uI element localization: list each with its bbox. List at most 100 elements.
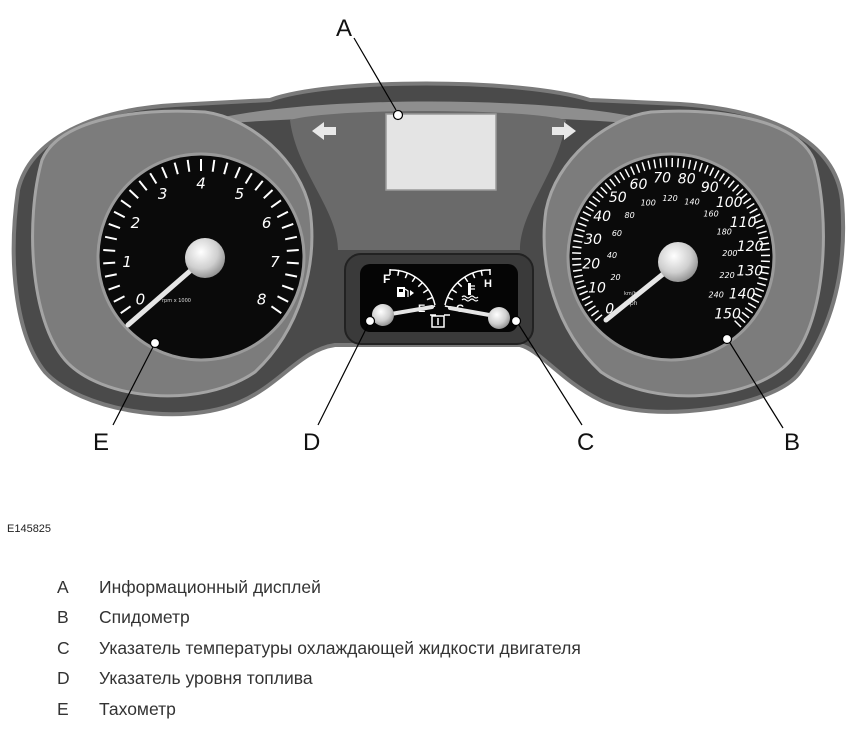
tachometer-tick xyxy=(113,210,126,219)
legend-text: Спидометр xyxy=(99,607,190,628)
arrow-right-icon xyxy=(552,122,576,140)
temperature-gauge-tick xyxy=(463,276,469,283)
tachometer-tick xyxy=(286,249,299,252)
tachometer-tick xyxy=(113,295,125,303)
speedometer-tick xyxy=(747,302,757,309)
fuel-gauge-tick xyxy=(422,288,429,294)
speedometer-tick xyxy=(759,271,769,275)
speedometer-mph-number: 30 xyxy=(584,232,602,248)
tachometer-tick xyxy=(270,305,282,315)
speedometer-tick xyxy=(584,300,593,307)
speedometer-tick xyxy=(647,160,651,170)
tachometer-tick xyxy=(270,199,282,209)
temperature-hot-label: H xyxy=(484,278,492,290)
callout-a: A xyxy=(336,15,404,121)
fuel-hub xyxy=(372,304,394,326)
speedometer-kmh-number: 80 xyxy=(625,211,635,220)
speedometer-tick xyxy=(572,269,583,272)
speedometer-kmh-number: 240 xyxy=(709,291,724,300)
speedometer-kmh-number: 20 xyxy=(610,273,620,282)
speedometer-tick xyxy=(713,170,720,179)
temperature-gauge-tick xyxy=(480,269,483,276)
tachometer-tick xyxy=(104,235,118,241)
speedometer-tick xyxy=(718,173,725,182)
speedometer-tick xyxy=(588,200,597,208)
speedometer-tick xyxy=(635,163,641,173)
tachometer-tick xyxy=(223,162,229,175)
tachometer-tick xyxy=(108,223,121,229)
tachometer-tick xyxy=(128,189,139,199)
tachometer-hub xyxy=(185,238,225,278)
tachometer-tick xyxy=(108,284,121,291)
speedometer-mph-number: 80 xyxy=(678,171,696,187)
speedometer-mph-number: 140 xyxy=(729,287,756,303)
speedometer-tick xyxy=(630,166,636,176)
speedometer-mph-number: 60 xyxy=(630,177,648,193)
tachometer-tick xyxy=(234,166,241,179)
speedometer-mph-number: 0 xyxy=(605,301,614,317)
speedometer-tick xyxy=(676,158,680,168)
speedometer-tick xyxy=(744,307,754,314)
speedometer-kmh-number: 160 xyxy=(703,209,718,218)
speedometer-tick xyxy=(746,202,755,209)
speedometer-tick xyxy=(585,205,594,212)
speedometer-ticks xyxy=(572,157,770,328)
tachometer-ticks xyxy=(103,159,299,315)
speedometer-tick xyxy=(600,186,608,195)
legend-item-c: C Указатель температуры охлаждающей жидк… xyxy=(57,633,837,664)
arrow-left-icon xyxy=(312,122,336,140)
tachometer-unit: rpm x 1000 xyxy=(162,298,191,304)
speedometer-mph-number: 10 xyxy=(588,280,606,296)
speedometer-tick xyxy=(572,246,582,249)
speedometer-tick xyxy=(743,197,752,205)
speedometer-mph-number: 100 xyxy=(716,195,743,211)
tachometer-tick xyxy=(286,261,299,265)
tachometer-tick xyxy=(211,159,216,172)
callout-a-label: A xyxy=(336,15,352,42)
speedometer-tick xyxy=(582,211,592,217)
speedometer-tick xyxy=(760,265,770,269)
speedometer-tick xyxy=(573,274,584,278)
tachometer-tick xyxy=(138,180,148,191)
tachometer-number: 5 xyxy=(235,185,245,203)
legend-key: A xyxy=(57,576,69,597)
tachometer-tick xyxy=(254,180,264,191)
speedometer-tick xyxy=(749,208,758,214)
info-button-icon xyxy=(431,315,445,328)
tachometer-number: 8 xyxy=(257,291,267,309)
speedometer-kmh-number: 120 xyxy=(662,194,677,203)
tachometer-number: 3 xyxy=(158,185,168,203)
speedometer-mph-number: 150 xyxy=(714,306,741,322)
tachometer-number: 7 xyxy=(270,253,280,271)
speedometer-tick xyxy=(741,311,750,319)
speedometer-tick xyxy=(604,182,612,191)
tachometer-number: 6 xyxy=(262,214,272,232)
tachometer-tick xyxy=(161,166,168,179)
callout-c-label: C xyxy=(577,429,594,456)
speedometer-tick xyxy=(641,162,646,172)
fuel-gauge-tick xyxy=(426,296,433,301)
speedometer-tick xyxy=(759,236,769,240)
tachometer-number: 4 xyxy=(196,174,206,192)
speedometer-tick xyxy=(737,316,746,324)
speedometer-tick xyxy=(754,219,763,224)
speedometer-tick xyxy=(577,285,587,290)
speedometer-mph-number: 90 xyxy=(701,180,719,196)
tachometer-tick xyxy=(285,273,298,278)
speedometer-tick xyxy=(734,320,742,328)
temperature-gauge-tick xyxy=(456,281,463,288)
fuel-gauge-tick xyxy=(397,269,400,276)
speedometer-tick xyxy=(592,195,601,203)
speedometer-tick xyxy=(579,290,589,296)
legend-text: Тахометр xyxy=(99,698,176,719)
fuel-gauge-tick xyxy=(411,276,417,283)
speedometer-tick xyxy=(579,216,589,222)
temperature-gauge-tick xyxy=(451,288,458,294)
temperature-hub xyxy=(488,307,510,329)
tachometer-tick xyxy=(149,172,158,184)
callout-c: C xyxy=(510,315,594,456)
